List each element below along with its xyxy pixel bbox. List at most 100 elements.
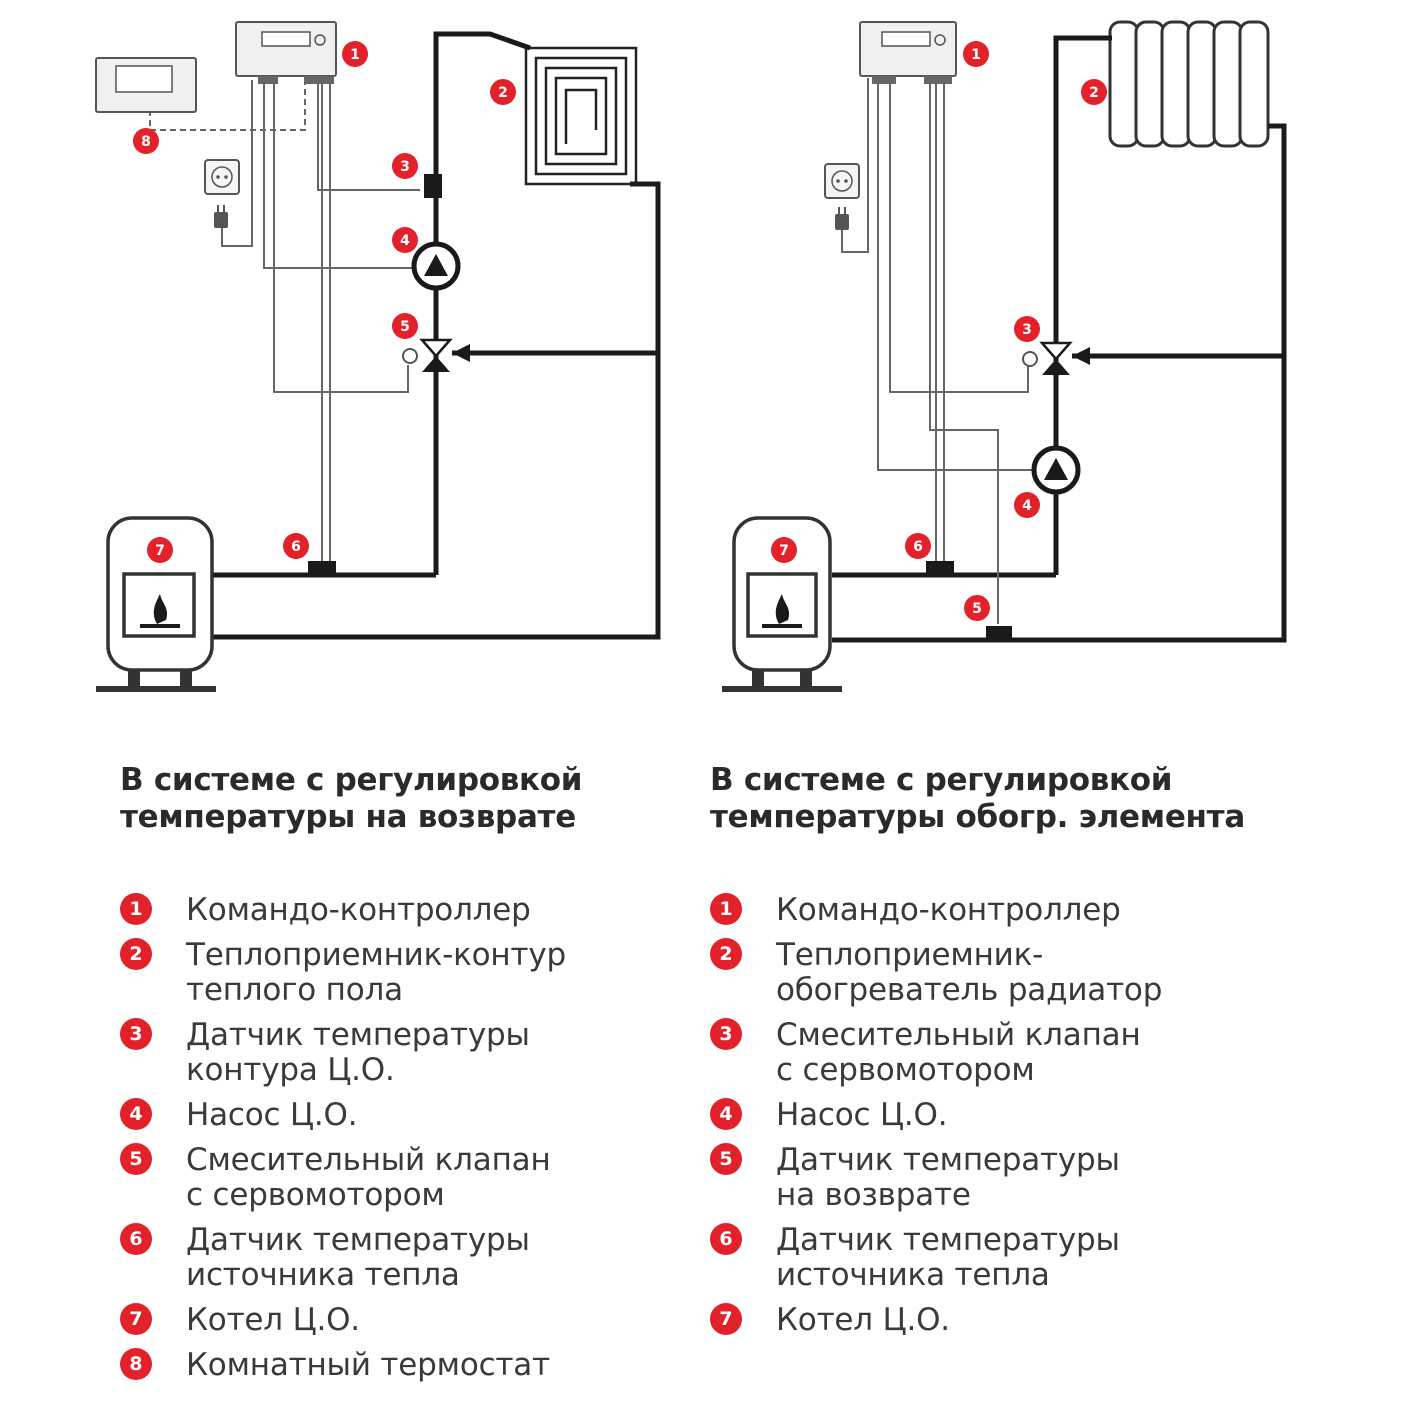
heating-schemes: 1 2 3 4 5 6 7 8	[95, 20, 1287, 692]
number-badge: 4	[710, 1098, 742, 1130]
svg-text:2: 2	[1089, 85, 1099, 101]
number-badge: 1	[710, 893, 742, 925]
socket-icon	[204, 159, 240, 195]
pump-icon	[1031, 445, 1081, 495]
boiler-icon	[96, 516, 216, 692]
wires-right	[841, 78, 1034, 624]
number-badge: 4	[120, 1098, 152, 1130]
scheme-right-title: В системе с регулировкой температуры обо…	[710, 762, 1245, 836]
legend-text: источника тепла	[776, 1257, 1050, 1293]
svg-text:6: 6	[291, 539, 301, 555]
legend-text: Теплоприемник-	[776, 937, 1044, 973]
title-line: температуры на возврате	[120, 799, 576, 835]
svg-text:2: 2	[498, 85, 508, 101]
legend-text: Насос Ц.О.	[776, 1097, 948, 1133]
legend-item: 4 Насос Ц.О.	[710, 1098, 1162, 1133]
legend-text: Смесительный клапан	[186, 1142, 551, 1178]
marker-3: 3	[1014, 316, 1040, 342]
marker-4: 4	[392, 227, 418, 253]
number-badge: 2	[120, 938, 152, 970]
sensor-icon	[926, 561, 954, 575]
legend-item: 8 Комнатный термостат	[120, 1348, 566, 1383]
socket-icon	[824, 163, 860, 199]
marker-6: 6	[283, 533, 309, 559]
svg-text:1: 1	[971, 47, 981, 63]
title-line: В системе с регулировкой	[120, 762, 583, 798]
mixing-valve-icon	[402, 338, 453, 372]
sensor-icon	[308, 561, 336, 575]
legend-text: Командо-контроллер	[776, 892, 1121, 928]
radiator-icon	[1108, 20, 1270, 148]
room-thermostat-device	[95, 57, 197, 113]
legend-text: Смесительный клапан	[776, 1017, 1141, 1053]
wires-left	[221, 80, 420, 562]
legend-text: с сервомотором	[776, 1052, 1035, 1088]
pipes-left	[213, 31, 661, 640]
marker-1: 1	[963, 41, 989, 67]
number-badge: 3	[120, 1018, 152, 1050]
thermostat-link	[149, 80, 306, 131]
svg-text:3: 3	[400, 159, 410, 175]
legend-text: Датчик температуры	[186, 1222, 530, 1258]
number-badge: 8	[120, 1348, 152, 1380]
svg-text:5: 5	[972, 601, 982, 617]
legend-text: Котел Ц.О.	[776, 1302, 950, 1338]
legend-text: Комнатный термостат	[186, 1347, 550, 1383]
plug-icon	[835, 207, 849, 230]
controller-device	[235, 21, 337, 84]
marker-5: 5	[392, 313, 418, 339]
number-badge: 6	[120, 1223, 152, 1255]
legend-item: 4 Насос Ц.О.	[120, 1098, 566, 1133]
legend-text: обогреватель радиатор	[776, 972, 1163, 1008]
title-line: температуры обогр. элемента	[710, 799, 1245, 835]
svg-text:4: 4	[400, 233, 410, 249]
sensor-icon	[986, 626, 1012, 640]
legend-text: на возврате	[776, 1177, 971, 1213]
legend-text: Датчик температуры	[186, 1017, 530, 1053]
legend-text: Датчик температуры	[776, 1142, 1120, 1178]
marker-8: 8	[133, 128, 159, 154]
title-line: В системе с регулировкой	[710, 762, 1173, 798]
mixing-valve-icon	[1022, 341, 1073, 375]
marker-7: 7	[771, 537, 797, 563]
legend-text: теплого пола	[186, 972, 403, 1008]
legend-text: Насос Ц.О.	[186, 1097, 358, 1133]
svg-text:3: 3	[1022, 322, 1032, 338]
scheme-right: 1 2 3 4 5 6 7	[722, 20, 1287, 692]
svg-text:1: 1	[350, 47, 360, 63]
pump-icon	[411, 241, 461, 291]
number-badge: 3	[710, 1018, 742, 1050]
svg-text:7: 7	[155, 543, 165, 559]
svg-text:5: 5	[400, 319, 410, 335]
svg-text:4: 4	[1022, 498, 1032, 514]
scheme-left-title: В системе с регулировкой температуры на …	[120, 762, 583, 836]
scheme-left: 1 2 3 4 5 6 7 8	[95, 21, 661, 692]
legend-text: Котел Ц.О.	[186, 1302, 360, 1338]
legend-text: контура Ц.О.	[186, 1052, 395, 1088]
legend-text: Командо-контроллер	[186, 892, 531, 928]
svg-text:7: 7	[779, 543, 789, 559]
legend-text: Датчик температуры	[776, 1222, 1120, 1258]
controller-device	[859, 21, 957, 84]
boiler-icon	[722, 516, 842, 692]
marker-2: 2	[490, 79, 516, 105]
marker-5: 5	[964, 595, 990, 621]
pipes-right	[832, 35, 1287, 643]
flow-arrow	[452, 344, 470, 362]
number-badge: 6	[710, 1223, 742, 1255]
marker-4: 4	[1014, 492, 1040, 518]
marker-2: 2	[1081, 79, 1107, 105]
svg-text:8: 8	[141, 134, 151, 150]
marker-1: 1	[342, 41, 368, 67]
